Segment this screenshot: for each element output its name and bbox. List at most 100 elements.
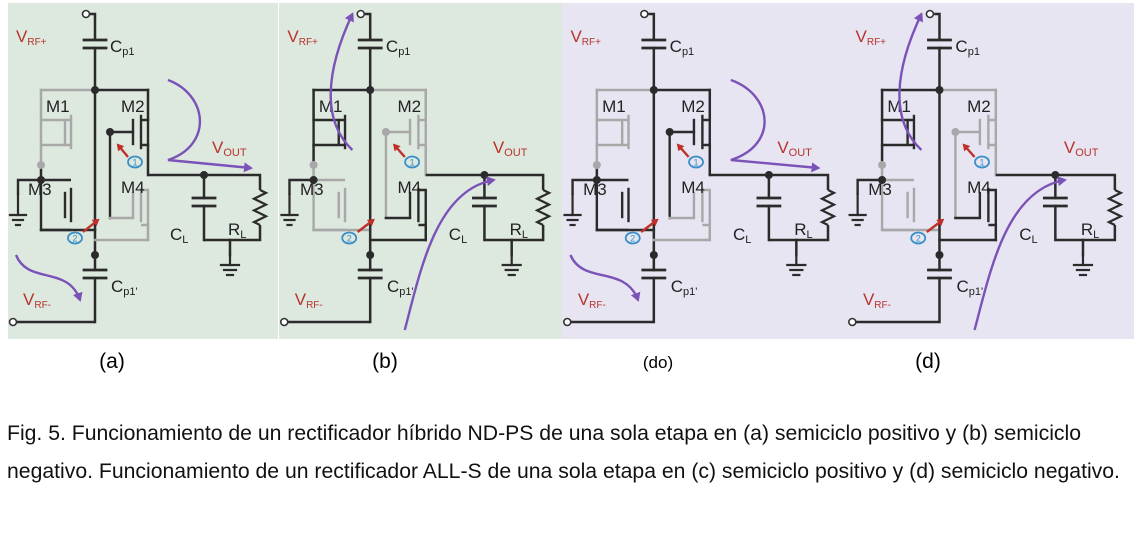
step-arrow-1	[392, 143, 406, 158]
m2-ds	[418, 118, 427, 147]
current-flow-arrow-out	[167, 78, 253, 173]
out-bus	[148, 173, 262, 190]
vrf-minus-terminal	[562, 317, 572, 327]
vrf-minus-terminal	[8, 317, 18, 327]
step-circle	[624, 231, 641, 245]
m1-label: M1	[602, 97, 626, 116]
m3-label: M3	[300, 180, 324, 199]
vrf-plus-terminal	[356, 9, 366, 19]
cp1-prime-label: Cp1'	[956, 277, 983, 298]
step-circle	[974, 155, 990, 169]
m4-label: M4	[397, 178, 421, 197]
step-arrow-2	[356, 218, 375, 233]
resistor-rl	[251, 189, 269, 226]
vrf-plus-label: VRF+	[856, 27, 887, 48]
left-node-dot	[309, 161, 318, 169]
vout-label: VOUT	[1064, 138, 1099, 159]
step-circle	[67, 231, 83, 245]
gate-node-dot	[381, 128, 390, 136]
rl-bottom-wire	[768, 225, 830, 242]
vrf-plus-wire	[90, 12, 97, 40]
step-circle	[341, 231, 358, 245]
vrf-minus-label: VRF-	[863, 290, 891, 311]
m2-ds	[988, 118, 998, 147]
m4-label: M4	[681, 178, 705, 197]
rl-label: RL	[228, 220, 246, 241]
vrf-plus-wire	[934, 12, 941, 40]
vrf-plus-label: VRF+	[16, 27, 47, 48]
ground-symbol	[280, 193, 299, 227]
step-arrow-1	[676, 143, 690, 158]
panel-background	[279, 3, 562, 339]
m1-label: M1	[46, 97, 70, 116]
step-number: 2	[916, 234, 921, 244]
m2-ds	[702, 118, 711, 147]
vout-label: VOUT	[777, 138, 812, 159]
transistor-m4	[692, 187, 704, 223]
cp1-label: Cp1	[955, 37, 980, 58]
transistor-m3	[63, 187, 73, 223]
figure-caption: Fig. 5. Funcionamiento de un rectificado…	[7, 422, 1120, 483]
transistor-m3	[620, 187, 630, 223]
ground-symbol	[786, 253, 807, 277]
vrf-plus-terminal	[925, 9, 935, 19]
rl-bottom-wire	[1055, 225, 1117, 242]
step-arrow-2	[926, 218, 945, 233]
panel-background	[847, 3, 1134, 339]
m2-label: M2	[681, 97, 705, 116]
panel-label-a: (a)	[99, 350, 125, 373]
ground-symbol	[8, 193, 28, 227]
rl-label: RL	[510, 220, 528, 241]
rl-bottom-wire	[484, 225, 545, 242]
m2-label: M2	[967, 97, 991, 116]
current-flow-arrow-in	[14, 254, 83, 302]
ground-wire	[16, 178, 41, 195]
ground-symbol	[563, 193, 582, 227]
out-bus	[425, 173, 545, 190]
transistor-m1	[63, 114, 73, 150]
cl-label: CL	[1019, 225, 1037, 246]
cp1-prime-label: Cp1'	[387, 277, 414, 298]
ground-wire	[856, 178, 883, 195]
cp1-label: Cp1	[110, 37, 135, 58]
cp1-label: Cp1	[670, 37, 695, 58]
m2-label: M2	[121, 97, 145, 116]
m2-label: M2	[397, 97, 421, 116]
vrf-minus-terminal	[279, 317, 289, 327]
panel-label-d: (d)	[915, 350, 941, 373]
transistor-m4	[131, 187, 143, 223]
transistor-m3	[906, 187, 916, 223]
left-node-dot	[37, 161, 45, 169]
step-number: 1	[694, 158, 699, 168]
m4-ds	[141, 188, 150, 227]
rl-label: RL	[1081, 220, 1099, 241]
step-marker-2: 2	[624, 231, 641, 245]
ground-symbol	[1072, 253, 1094, 277]
step-marker-2: 2	[67, 231, 83, 245]
m4-label: M4	[121, 178, 145, 197]
step-circle	[688, 155, 704, 169]
rl-label: RL	[794, 220, 812, 241]
resistor-rl	[534, 189, 552, 226]
m4-ds	[418, 188, 427, 227]
step-number: 1	[132, 158, 137, 168]
left-node-dot	[878, 161, 887, 169]
step-arrow-1	[116, 143, 129, 158]
vrf-minus-label: VRF-	[295, 290, 323, 311]
resistor-rl	[819, 189, 837, 226]
current-flow-arrow-out	[403, 176, 496, 331]
step-circle	[404, 155, 421, 169]
vout-label: VOUT	[212, 138, 247, 159]
current-flow-arrow-up	[329, 12, 354, 151]
vrf-plus-wire	[364, 12, 372, 40]
vrf-plus-label: VRF+	[287, 27, 318, 48]
cp1-label: Cp1	[386, 37, 411, 58]
cl-label: CL	[733, 225, 751, 246]
m4-label: M4	[967, 178, 991, 197]
rl-bottom-wire	[204, 225, 262, 242]
vrf-plus-label: VRF+	[570, 27, 601, 48]
